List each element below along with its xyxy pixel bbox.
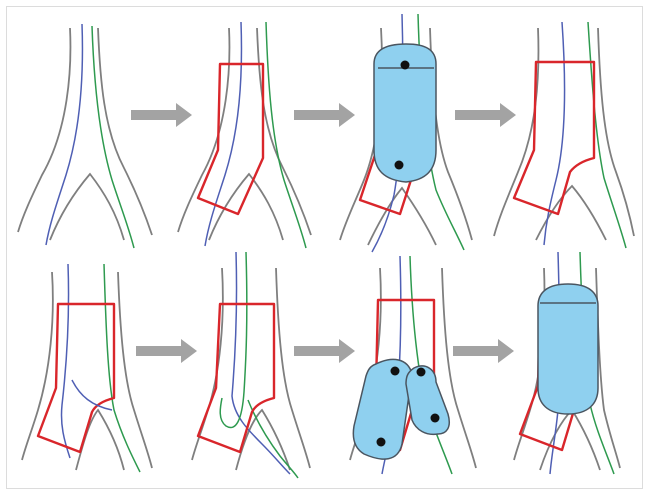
- arrow-2: [294, 103, 355, 127]
- arrow-5: [294, 339, 355, 363]
- stent-outline: [198, 64, 263, 214]
- guidewire-side-branch: [104, 264, 140, 472]
- guidewire-side-branch: [410, 256, 452, 474]
- vessel-walls: [178, 28, 311, 240]
- arrow-6: [453, 339, 514, 363]
- stent-outline: [38, 304, 114, 452]
- main-balloon-marker-proximal: [391, 367, 400, 376]
- balloon-marker-proximal: [401, 61, 410, 70]
- guidewire-side-branch-distal: [248, 400, 298, 478]
- guidewire-main-crossing: [72, 380, 112, 410]
- arrow-3: [455, 103, 516, 127]
- side-balloon-marker-distal: [431, 414, 440, 423]
- panel-8-final-result: [514, 252, 620, 474]
- arrow-1: [131, 103, 192, 127]
- panel-2-stent-positioned: [178, 22, 311, 248]
- guidewire-main: [232, 252, 290, 474]
- panel-6-rewiring-side-branch: [192, 252, 310, 478]
- balloon-side-branch: [406, 366, 449, 434]
- vessel-walls: [18, 28, 152, 240]
- guidewire-side-branch: [92, 26, 134, 248]
- vessel-walls: [22, 272, 152, 470]
- balloon-marker-distal: [395, 161, 404, 170]
- guidewire-side-branch: [266, 22, 306, 248]
- main-balloon-marker-distal: [377, 438, 386, 447]
- guidewire-main: [61, 264, 70, 458]
- arrow-4: [136, 339, 197, 363]
- panel-7-kissing-balloons: [350, 256, 476, 474]
- panel-4-stent-deployed: [494, 22, 634, 248]
- panel-5-stent-with-strut: [22, 264, 152, 472]
- panel-1-bifurcation-guidewires: [18, 24, 152, 248]
- side-balloon-marker-proximal: [417, 368, 426, 377]
- panel-3-balloon-inflation: [340, 14, 472, 252]
